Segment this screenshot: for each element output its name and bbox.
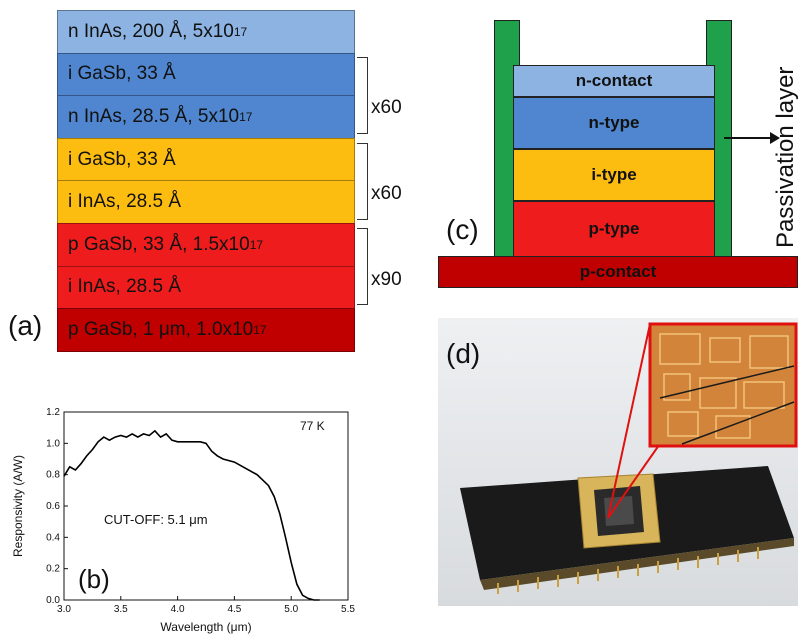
zoom-inset: [648, 322, 798, 448]
y-axis-label: Responsivity (A/W): [11, 455, 25, 557]
repeat-label-2: x60: [371, 183, 402, 204]
layer-exponent: 17: [233, 24, 248, 39]
layer-2: i GaSb, 33 Å: [57, 52, 355, 97]
y-tick-label: 0.4: [46, 532, 60, 543]
y-tick-label: 0.2: [46, 564, 60, 575]
x-tick-label: 3.0: [57, 604, 71, 615]
x-axis-label: Wavelength (μm): [160, 620, 251, 634]
temperature-label: 77 K: [300, 419, 325, 433]
repeat-label-1: x60: [371, 97, 402, 118]
p-contact-layer: p-contact: [438, 256, 798, 288]
y-tick-label: 0.6: [46, 501, 60, 512]
x-tick-label: 4.0: [171, 604, 185, 615]
x-tick-label: 3.5: [114, 604, 128, 615]
y-tick-label: 0.8: [46, 470, 60, 481]
y-tick-label: 0.0: [46, 595, 60, 606]
x-tick-label: 5.0: [284, 604, 298, 615]
x-tick-label: 4.5: [227, 604, 241, 615]
responsivity-curve: [63, 429, 320, 601]
layer-label: i InAs, 28.5 Å: [68, 276, 182, 298]
panel-b-label: (b): [78, 564, 110, 594]
layer-5: i InAs, 28.5 Å: [57, 180, 355, 224]
layer-label: i InAs, 28.5 Å: [68, 191, 182, 213]
n-contact-layer: n-contact: [513, 65, 715, 97]
passivation-label: Passivation layer: [772, 66, 799, 248]
layer-7: i InAs, 28.5 Å: [57, 265, 355, 310]
chip-illustration: [460, 322, 798, 594]
layer-label: p GaSb, 33 Å, 1.5x10: [68, 233, 250, 255]
panel-c-label: (c): [446, 214, 479, 245]
y-tick-label: 1.2: [46, 407, 60, 418]
cutoff-label: CUT-OFF: 5.1 μm: [104, 512, 208, 527]
brace-2: [357, 143, 368, 220]
p-type-layer: p-type: [513, 201, 715, 257]
layer-4: i GaSb, 33 Å: [57, 137, 355, 182]
brace-1: [357, 57, 368, 134]
arrow-icon: [724, 132, 780, 144]
y-tick-label: 1.0: [46, 438, 60, 449]
repeat-label-3: x90: [371, 269, 402, 290]
brace-3: [357, 228, 368, 305]
chip-photo: (d): [438, 318, 798, 606]
n-type-layer: n-type: [513, 97, 715, 149]
layer-exponent: 17: [249, 237, 264, 252]
layer-exponent: 17: [239, 109, 253, 124]
layer-label: n InAs, 200 Å, 5x10: [68, 20, 234, 42]
layer-label: i GaSb, 33 Å: [68, 148, 176, 170]
layer-exponent: 17: [253, 322, 267, 337]
i-type-layer: i-type: [513, 149, 715, 201]
layer-label: i GaSb, 33 Å: [68, 63, 176, 85]
panel-a-label: (a): [8, 310, 43, 341]
panel-d-label: (d): [446, 338, 481, 369]
layer-label: p GaSb, 1 μm, 1.0x10: [68, 318, 254, 340]
layer-label: n InAs, 28.5 Å, 5x10: [68, 105, 240, 127]
x-tick-label: 5.5: [341, 604, 355, 615]
